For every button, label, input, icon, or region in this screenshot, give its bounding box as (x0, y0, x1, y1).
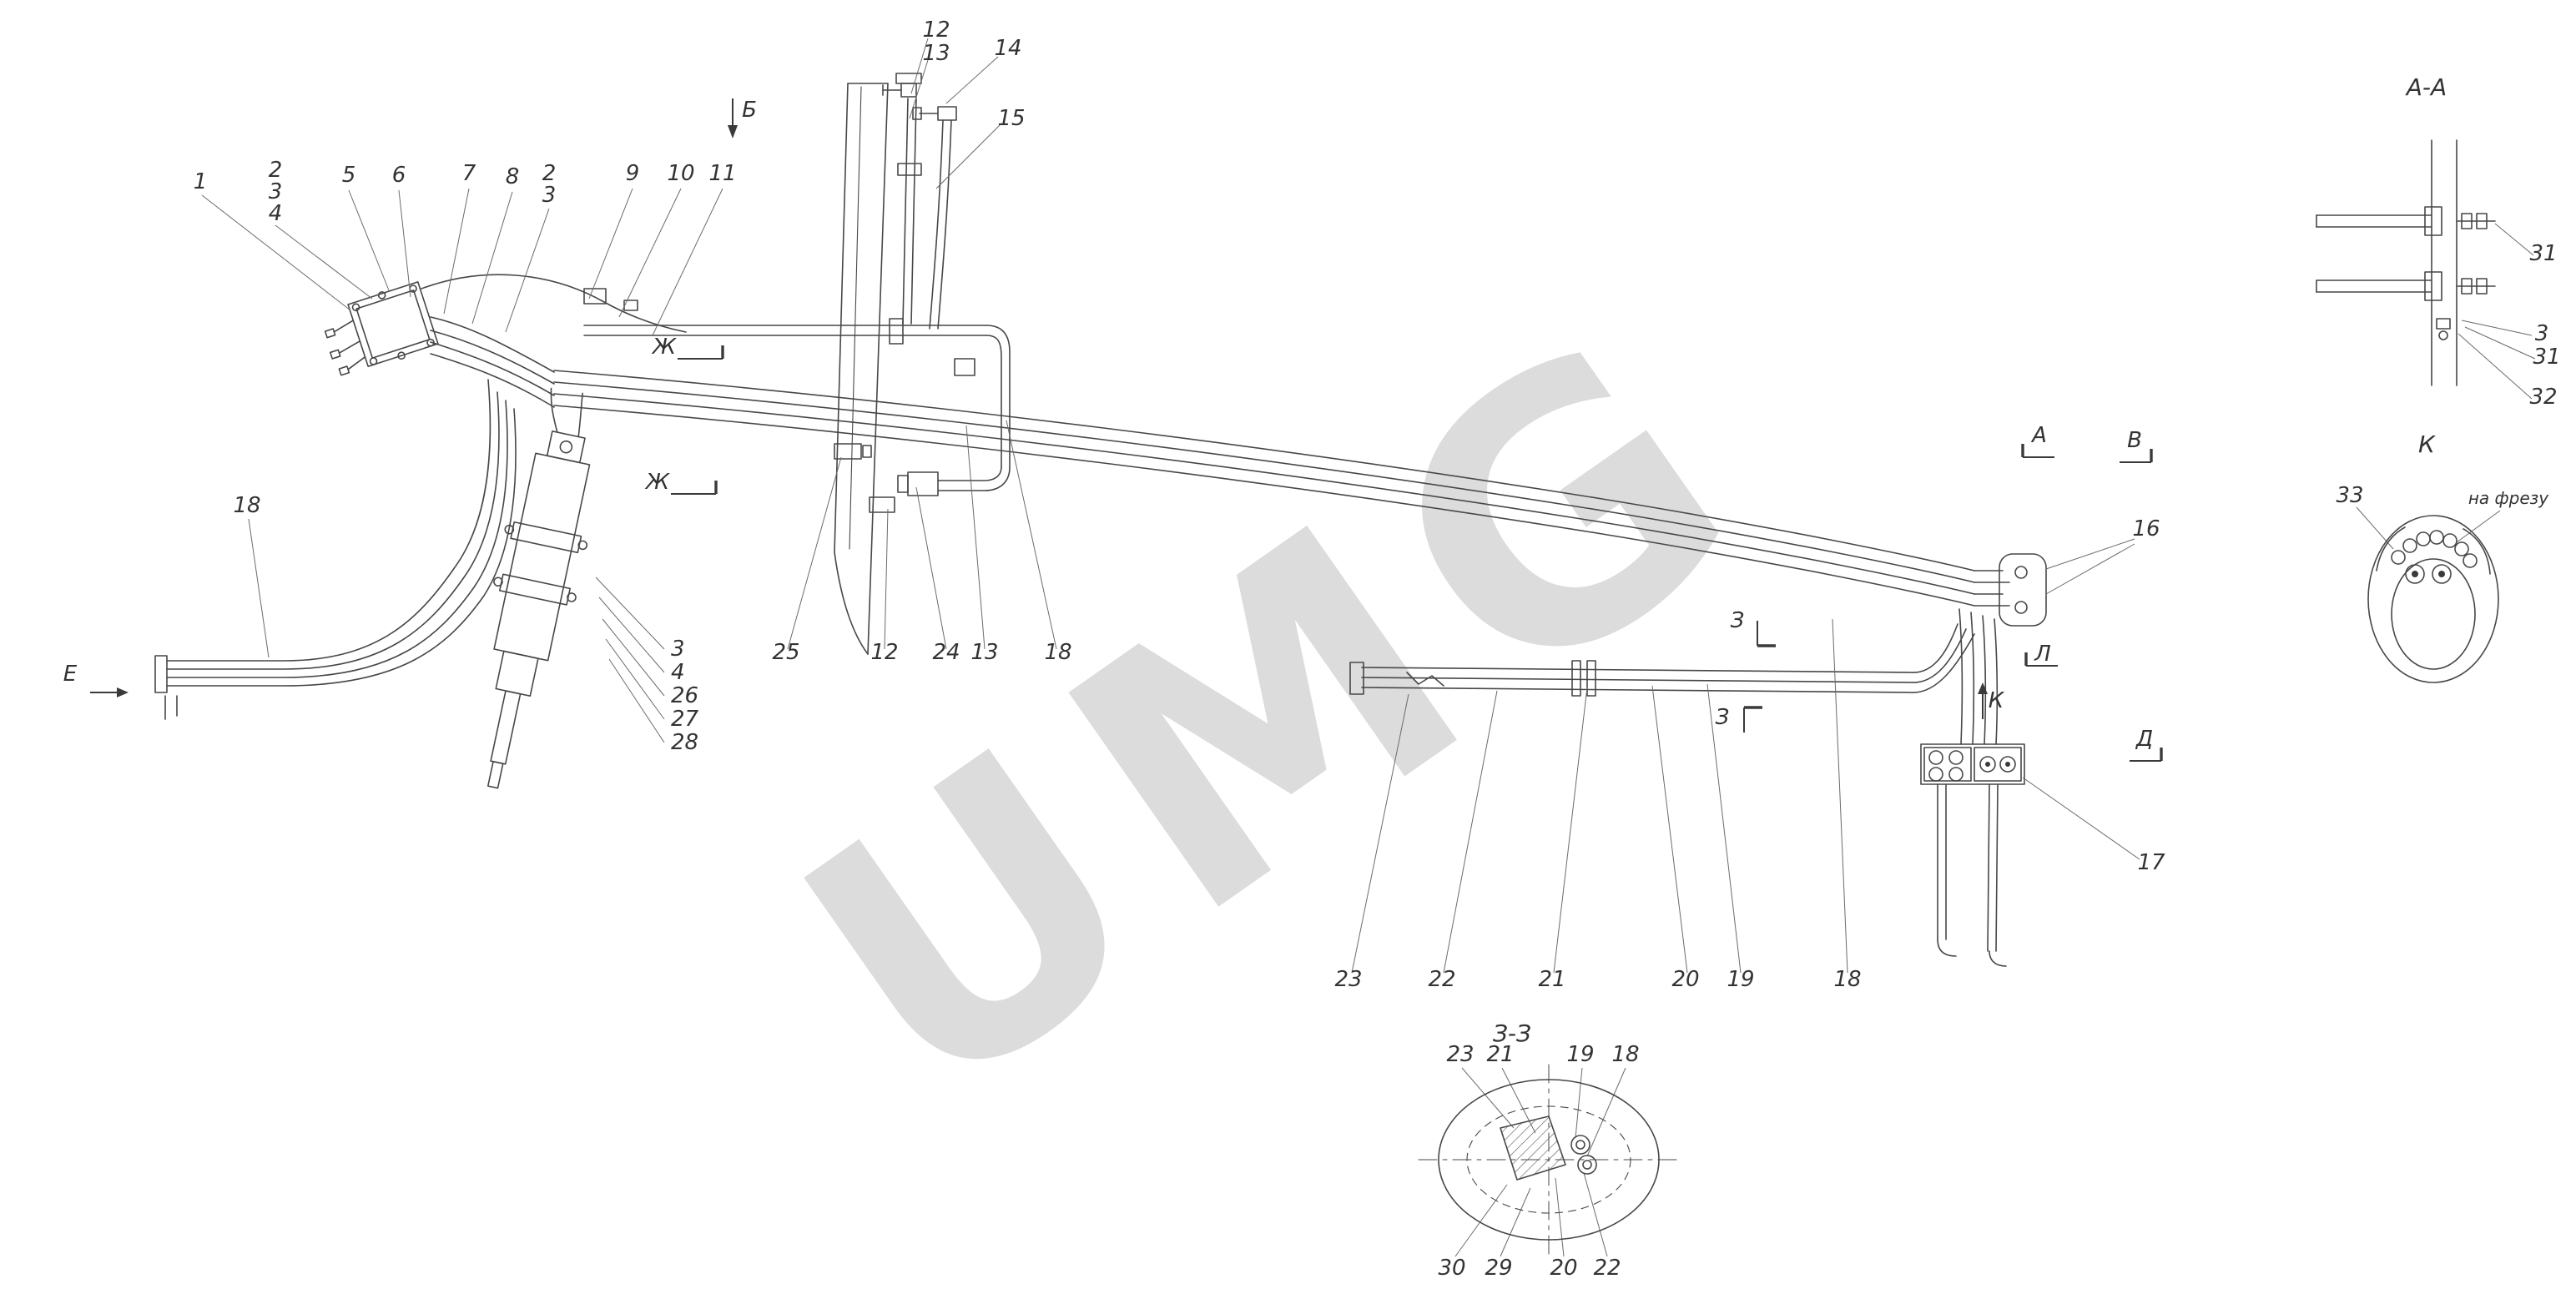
callout-24: 24 (932, 640, 960, 665)
aa-callout-31a: 31 (2529, 241, 2557, 266)
callout-6: 6 (392, 163, 406, 188)
section-mark-d: Д (2135, 727, 2153, 752)
aa-callout-3: 3 (2535, 321, 2549, 346)
arrow-e-icon (117, 687, 129, 697)
callout-18-mid: 18 (1044, 640, 1071, 665)
detail-zz-drawing (1418, 1064, 1680, 1256)
section-mark-zh-1: Ж (651, 335, 677, 360)
section-mark-z-2: З (1716, 705, 1730, 730)
right-bend-loop (1910, 553, 2047, 745)
view-mark-e: Е (63, 662, 78, 687)
right-manifold (1920, 743, 2025, 967)
zz-callout-20: 20 (1550, 1256, 1577, 1281)
detail-zz-labels: З-З 23 21 19 18 30 29 20 22 (1438, 1020, 1639, 1281)
section-mark-l: Л (2034, 642, 2051, 667)
watermark: UMG (736, 244, 1826, 1181)
callout-21: 21 (1538, 967, 1565, 992)
zz-callout-21: 21 (1486, 1042, 1514, 1067)
zz-callout-19: 19 (1566, 1042, 1594, 1067)
callout-15: 15 (997, 106, 1025, 131)
boom-outline (834, 83, 889, 655)
callout-16: 16 (2132, 516, 2160, 541)
callout-18-left: 18 (233, 493, 260, 518)
callout-17: 17 (2137, 850, 2165, 875)
main-pipe-run (553, 370, 1975, 607)
arrow-k-icon (1978, 682, 1988, 694)
aa-callout-31b: 31 (2533, 345, 2560, 370)
callout-1: 1 (194, 169, 208, 194)
zz-callout-29: 29 (1485, 1256, 1512, 1281)
detail-k-title: К (2418, 431, 2436, 458)
callout-14: 14 (994, 36, 1021, 61)
left-valve-assembly (324, 274, 687, 408)
callout-7: 7 (462, 161, 476, 186)
zz-callout-30: 30 (1438, 1256, 1465, 1281)
callout-10: 10 (667, 161, 694, 186)
detail-k-drawing (2367, 515, 2499, 683)
section-mark-v: В (2127, 428, 2142, 453)
callout-23: 23 (1334, 967, 1362, 992)
callout-12-mid: 12 (870, 640, 898, 665)
zz-callout-23: 23 (1446, 1042, 1474, 1067)
k-callout-33: 33 (2336, 483, 2363, 508)
view-mark-b: Б (742, 98, 757, 123)
arrow-b-icon (728, 125, 738, 138)
callout-13-top: 13 (922, 41, 950, 66)
section-mark-zh-2: Ж (644, 470, 670, 495)
callout-28: 28 (671, 730, 698, 755)
section-mark-z-1: З (1731, 608, 1745, 633)
callout-26: 26 (671, 683, 698, 708)
detail-aa-title: А-А (2405, 73, 2447, 101)
callout-2b: 2 (542, 161, 557, 186)
section-marks (90, 98, 2163, 762)
left-pipe-bundle (154, 379, 517, 720)
callout-3a: 3 (269, 179, 283, 204)
lower-pipe-run (1349, 660, 1912, 697)
watermark-text: UMG (736, 244, 1826, 1181)
callout-3c: 3 (671, 637, 685, 662)
callout-13-mid: 13 (970, 640, 998, 665)
detail-k-labels: К 33 на фрезу (2336, 431, 2549, 508)
callout-22: 22 (1428, 967, 1455, 992)
labels: 12 13 14 15 Б Е Ж Ж 1 2 3 4 5 6 7 8 2 3 … (63, 18, 2165, 992)
k-note: на фрезу (2468, 488, 2549, 508)
detail-aa-drawing (2316, 139, 2496, 386)
callout-4a: 4 (269, 201, 283, 226)
zz-callout-18: 18 (1611, 1042, 1639, 1067)
callout-27: 27 (671, 707, 699, 732)
section-mark-a: А (2030, 423, 2047, 448)
callout-9: 9 (626, 161, 640, 186)
callout-19: 19 (1727, 967, 1754, 992)
callout-12-top: 12 (922, 18, 950, 43)
mid-manifold (583, 318, 1011, 513)
callout-20: 20 (1671, 967, 1699, 992)
callout-4b: 4 (671, 660, 685, 685)
detail-zz-title: З-З (1493, 1020, 1531, 1047)
zz-callout-22: 22 (1593, 1256, 1621, 1281)
leader-lines (201, 38, 2536, 1257)
callout-2a: 2 (269, 158, 283, 183)
detail-aa-labels: А-А 31 3 31 32 (2405, 73, 2561, 410)
hydraulic-breaker (486, 387, 591, 789)
aa-callout-32: 32 (2529, 385, 2557, 410)
callout-8: 8 (506, 164, 520, 189)
callout-5: 5 (342, 163, 356, 188)
view-mark-k: К (1989, 688, 2005, 713)
top-fittings (882, 73, 957, 330)
callout-25: 25 (772, 640, 799, 665)
callout-18-low: 18 (1833, 967, 1861, 992)
callout-11: 11 (708, 161, 736, 186)
callout-3b: 3 (542, 183, 557, 208)
